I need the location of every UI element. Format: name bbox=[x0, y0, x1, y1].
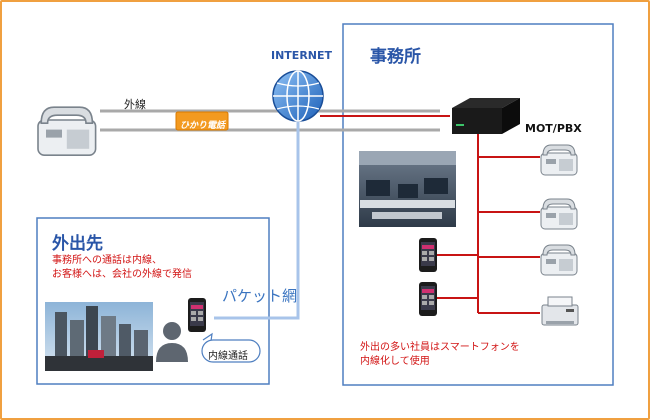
office-note: 外出の多い社員はスマートフォンを 内線化して使用 bbox=[360, 341, 520, 369]
remote-box bbox=[36, 217, 270, 385]
office-title: 事務所 bbox=[370, 47, 421, 67]
remote-title: 外出先 bbox=[52, 234, 103, 254]
office-desk-phone-2 bbox=[540, 198, 578, 230]
hikari-logo-text: ひかり電話 bbox=[180, 121, 226, 131]
packet-network-line bbox=[214, 118, 300, 320]
fax-printer-icon bbox=[541, 296, 579, 326]
office-note-line-1: 外出の多い社員はスマートフォンを bbox=[360, 342, 520, 353]
pbx-label: MOT/PBX bbox=[525, 122, 582, 135]
packet-network-label: パケット網 bbox=[222, 287, 298, 305]
pbx-box-icon bbox=[452, 98, 520, 134]
office-smartphone-1 bbox=[419, 238, 437, 272]
bubble-label: 内線通話 bbox=[208, 351, 248, 362]
speech-bubble bbox=[201, 332, 261, 363]
desk-phone-icon bbox=[37, 106, 97, 156]
person-icon bbox=[156, 322, 188, 362]
office-desk-phone-3 bbox=[540, 244, 578, 276]
office-smartphone-2 bbox=[419, 282, 437, 316]
office-note-line-2: 内線化して使用 bbox=[360, 356, 430, 367]
external-line-label: 外線 bbox=[124, 98, 146, 111]
office-box bbox=[342, 23, 614, 386]
remote-note-line-2: お客様へは、会社の外線で発信 bbox=[52, 269, 192, 280]
city-photo bbox=[45, 302, 153, 371]
globe-icon bbox=[272, 70, 324, 122]
office-photo bbox=[359, 151, 456, 227]
remote-smartphone-icon bbox=[188, 298, 206, 332]
remote-note-line-1: 事務所への通話は内線、 bbox=[52, 255, 162, 266]
internet-label: INTERNET bbox=[271, 49, 333, 62]
remote-note: 事務所への通話は内線、 お客様へは、会社の外線で発信 bbox=[52, 254, 192, 282]
hikari-logo bbox=[175, 111, 229, 131]
office-desk-phone-1 bbox=[540, 144, 578, 176]
